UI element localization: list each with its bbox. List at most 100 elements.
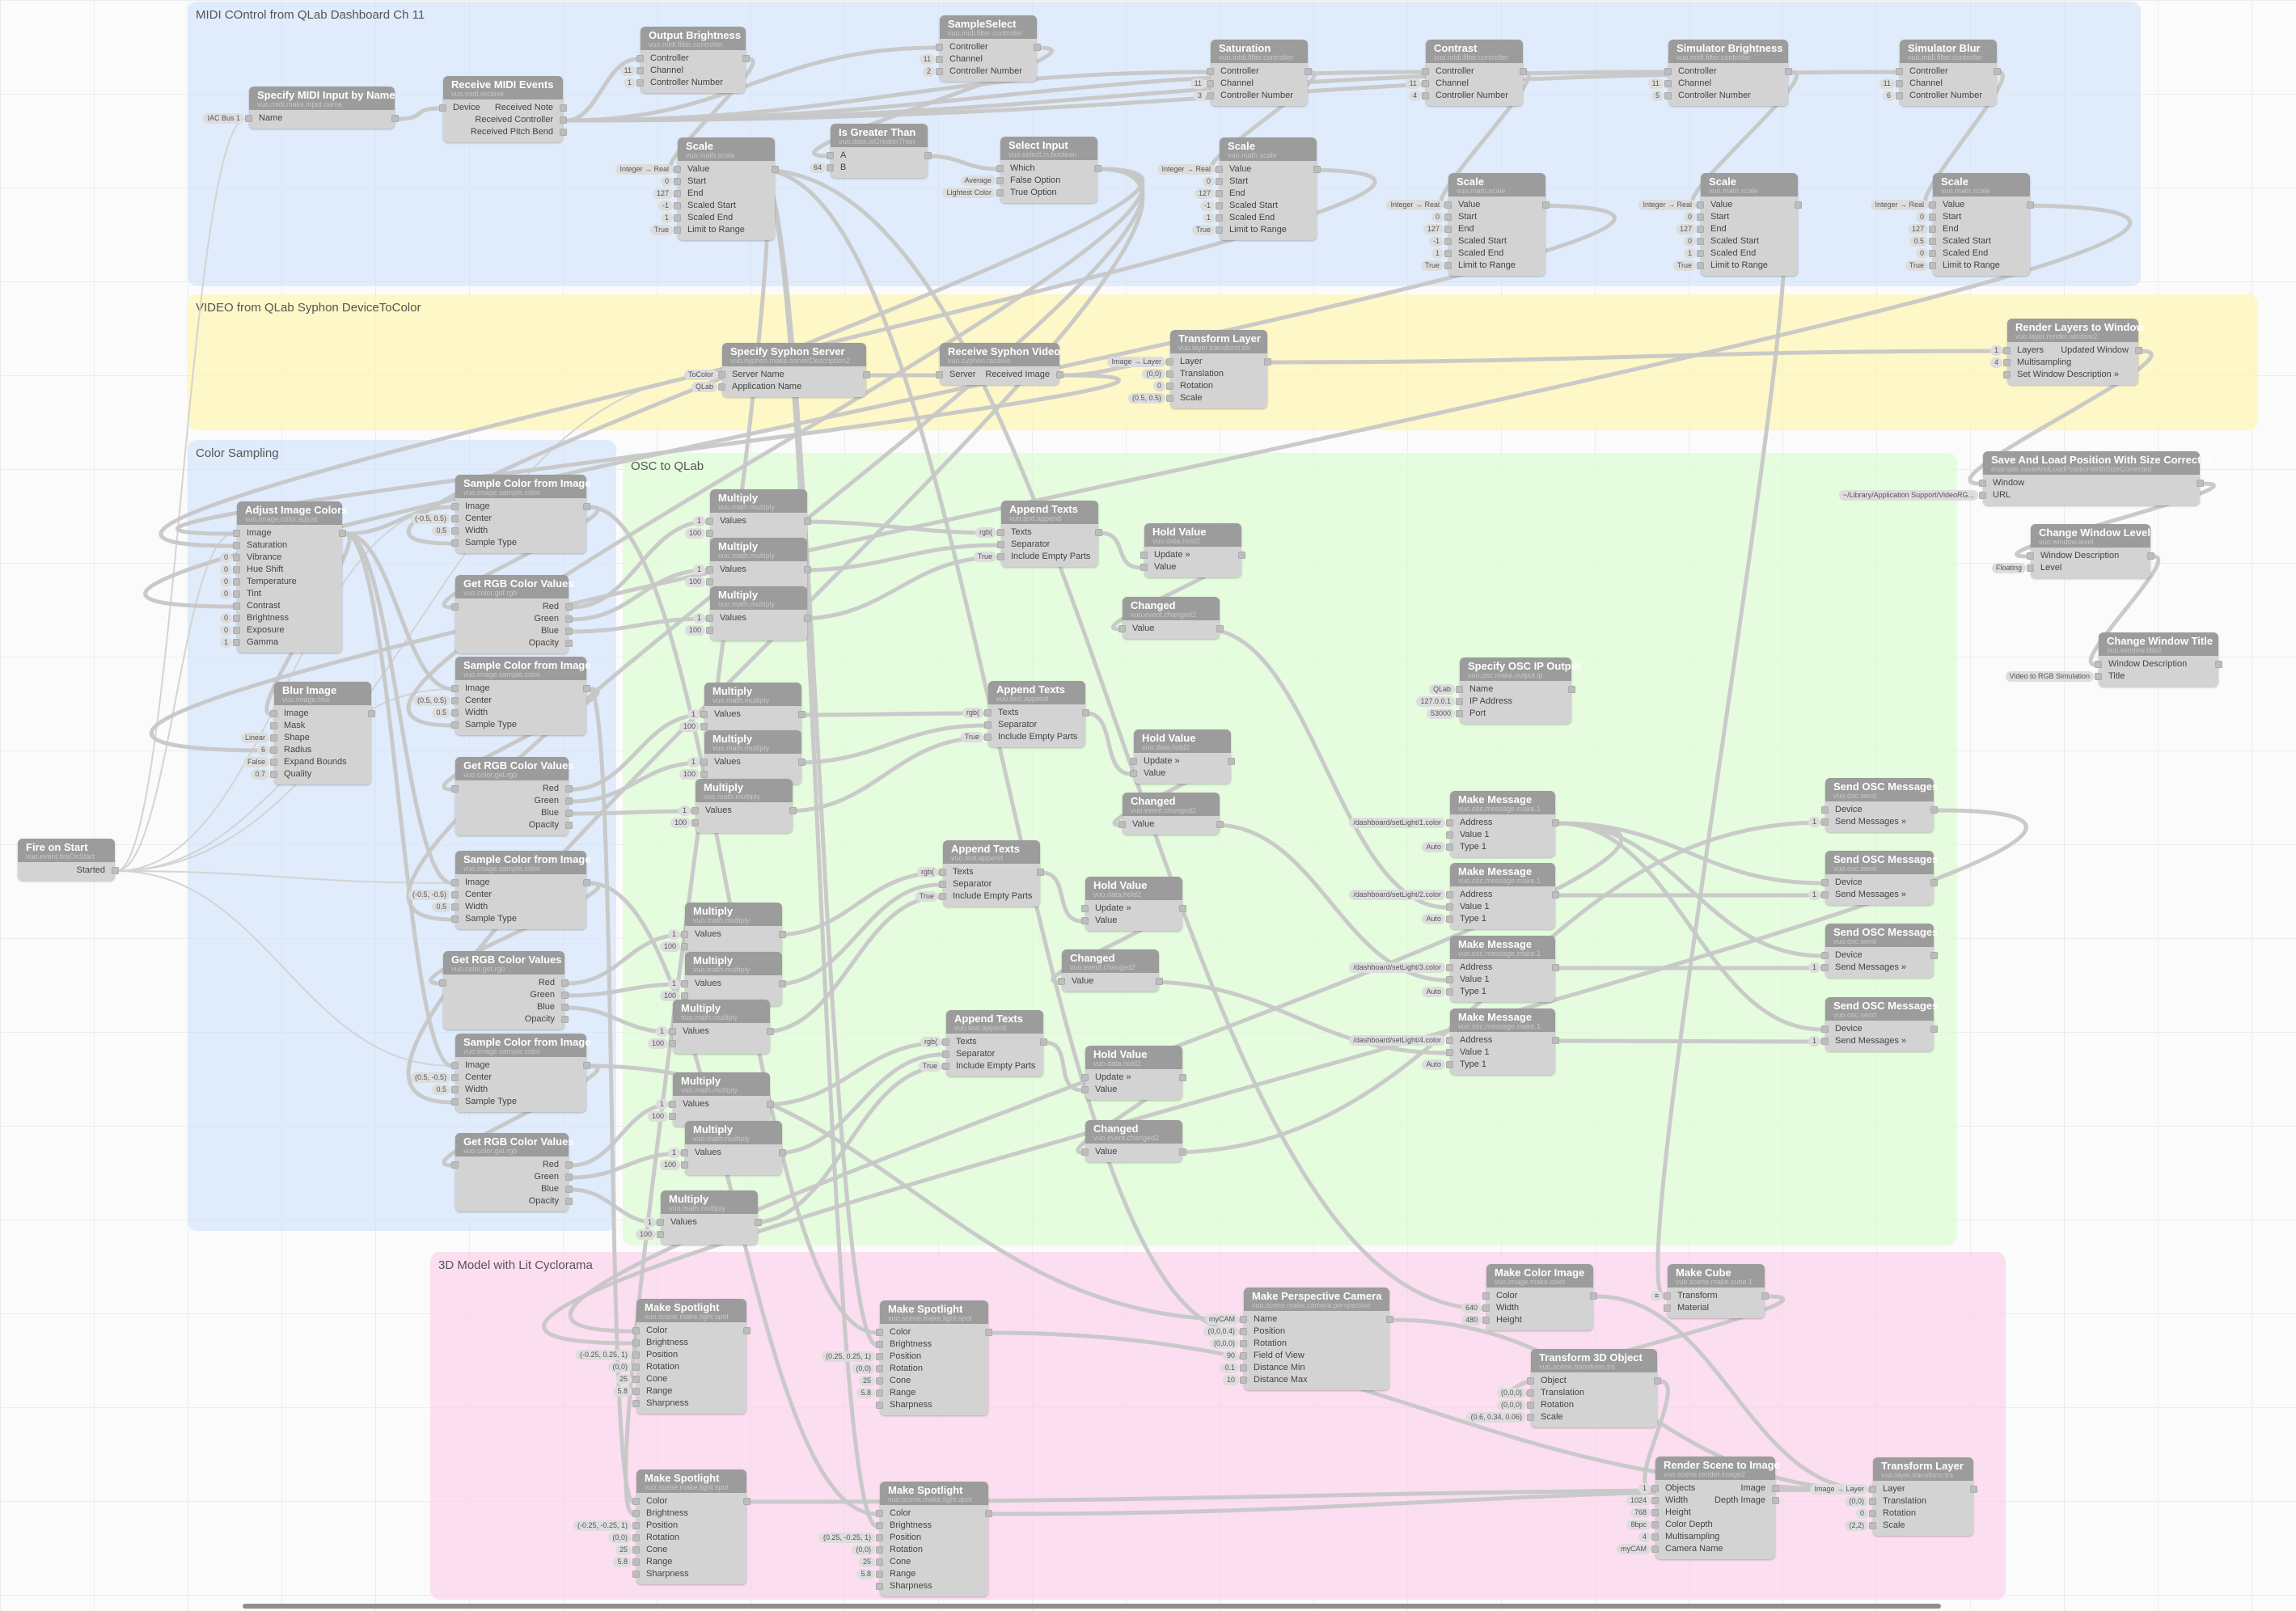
input-port-icon[interactable] [1482,1304,1490,1312]
constant-value[interactable]: 100 [684,577,705,587]
constant-value[interactable]: 4 [1408,91,1421,101]
input-port-icon[interactable] [1929,262,1936,269]
input-port-icon[interactable] [669,1113,676,1120]
constant-value[interactable]: 6 [256,745,269,755]
constant-value[interactable]: (0,0,0) [1496,1400,1526,1410]
input-port-icon[interactable] [1166,383,1173,390]
output-port-icon[interactable] [1094,165,1101,172]
input-port-icon[interactable] [1821,891,1829,899]
constant-value[interactable]: (0,0,0) [1496,1388,1526,1398]
constant-value[interactable]: 1 [1808,962,1820,973]
constant-value[interactable]: rgb( [975,527,996,538]
node-header[interactable]: Save And Load Position With Size Correct… [1983,451,2214,475]
constant-value[interactable]: 1 [219,637,232,648]
constant-value[interactable]: /dashboard/setLight/4.color [1349,1035,1445,1046]
input-port-icon[interactable] [233,530,240,537]
constant-value[interactable]: 127 [1194,188,1215,199]
input-port-icon[interactable] [1130,758,1137,765]
input-port-icon[interactable] [681,943,688,950]
input-port-icon[interactable] [996,189,1004,197]
constant-value[interactable]: QLab [691,382,717,392]
constant-value[interactable]: 0 [1152,381,1165,391]
constant-value[interactable]: 1 [1683,248,1696,259]
output-port-icon[interactable] [1238,552,1245,559]
constant-value[interactable]: 127 [1675,224,1696,235]
input-port-icon[interactable] [1979,492,1986,499]
input-port-icon[interactable] [1446,819,1453,827]
constant-value[interactable]: 0.5 [1909,236,1928,247]
comment-region[interactable]: OSC to QLab [623,453,1957,1245]
input-port-icon[interactable] [1446,1061,1453,1068]
input-port-icon[interactable] [674,166,681,173]
input-port-icon[interactable] [1444,262,1452,269]
output-port-icon[interactable] [583,503,590,510]
constant-value[interactable]: (0,0) [1845,1496,1868,1507]
constant-value[interactable]: (-0.25, 0.25, 1) [575,1350,632,1360]
input-port-icon[interactable] [233,639,240,646]
output-port-icon[interactable] [565,615,573,623]
output-port-icon[interactable] [743,1327,751,1334]
constant-value[interactable]: 25 [615,1374,632,1385]
input-port-icon[interactable] [1166,370,1173,378]
input-port-icon[interactable] [636,55,644,62]
input-port-icon[interactable] [1651,1533,1659,1541]
constant-value[interactable]: 100 [679,721,700,732]
constant-value[interactable]: 100 [659,941,680,952]
constant-value[interactable]: True [1905,260,1928,271]
constant-value[interactable]: Integer → Real [1871,200,1928,210]
output-port-icon[interactable] [112,867,119,874]
output-port-icon[interactable] [565,797,573,805]
output-port-icon[interactable] [755,1219,762,1226]
constant-value[interactable]: 1 [687,709,700,720]
output-port-icon[interactable] [1179,905,1186,912]
input-port-icon[interactable] [1979,480,1986,487]
input-port-icon[interactable] [451,515,459,522]
input-port-icon[interactable] [669,1028,676,1035]
input-port-icon[interactable] [691,807,699,814]
input-port-icon[interactable] [1240,1316,1247,1323]
input-port-icon[interactable] [1929,238,1936,245]
input-port-icon[interactable] [1821,1025,1829,1033]
input-port-icon[interactable] [657,1219,664,1226]
constant-value[interactable]: (0.5, 0.5) [412,696,450,706]
input-port-icon[interactable] [942,1063,949,1070]
constant-value[interactable]: 100 [684,625,705,636]
constant-value[interactable]: 0 [219,625,232,636]
constant-value[interactable]: 90 [1222,1351,1239,1361]
output-port-icon[interactable] [1590,1292,1597,1300]
input-port-icon[interactable] [1444,250,1452,257]
constant-value[interactable]: True [918,1061,941,1072]
input-port-icon[interactable] [1422,92,1429,99]
constant-value[interactable]: 100 [659,991,680,1001]
constant-value[interactable]: 5.8 [856,1388,875,1398]
input-port-icon[interactable] [1240,1340,1247,1347]
input-port-icon[interactable] [1651,1497,1659,1504]
input-port-icon[interactable] [681,931,688,938]
input-port-icon[interactable] [1081,905,1089,912]
input-port-icon[interactable] [876,1341,883,1348]
input-port-icon[interactable] [1651,1521,1659,1529]
